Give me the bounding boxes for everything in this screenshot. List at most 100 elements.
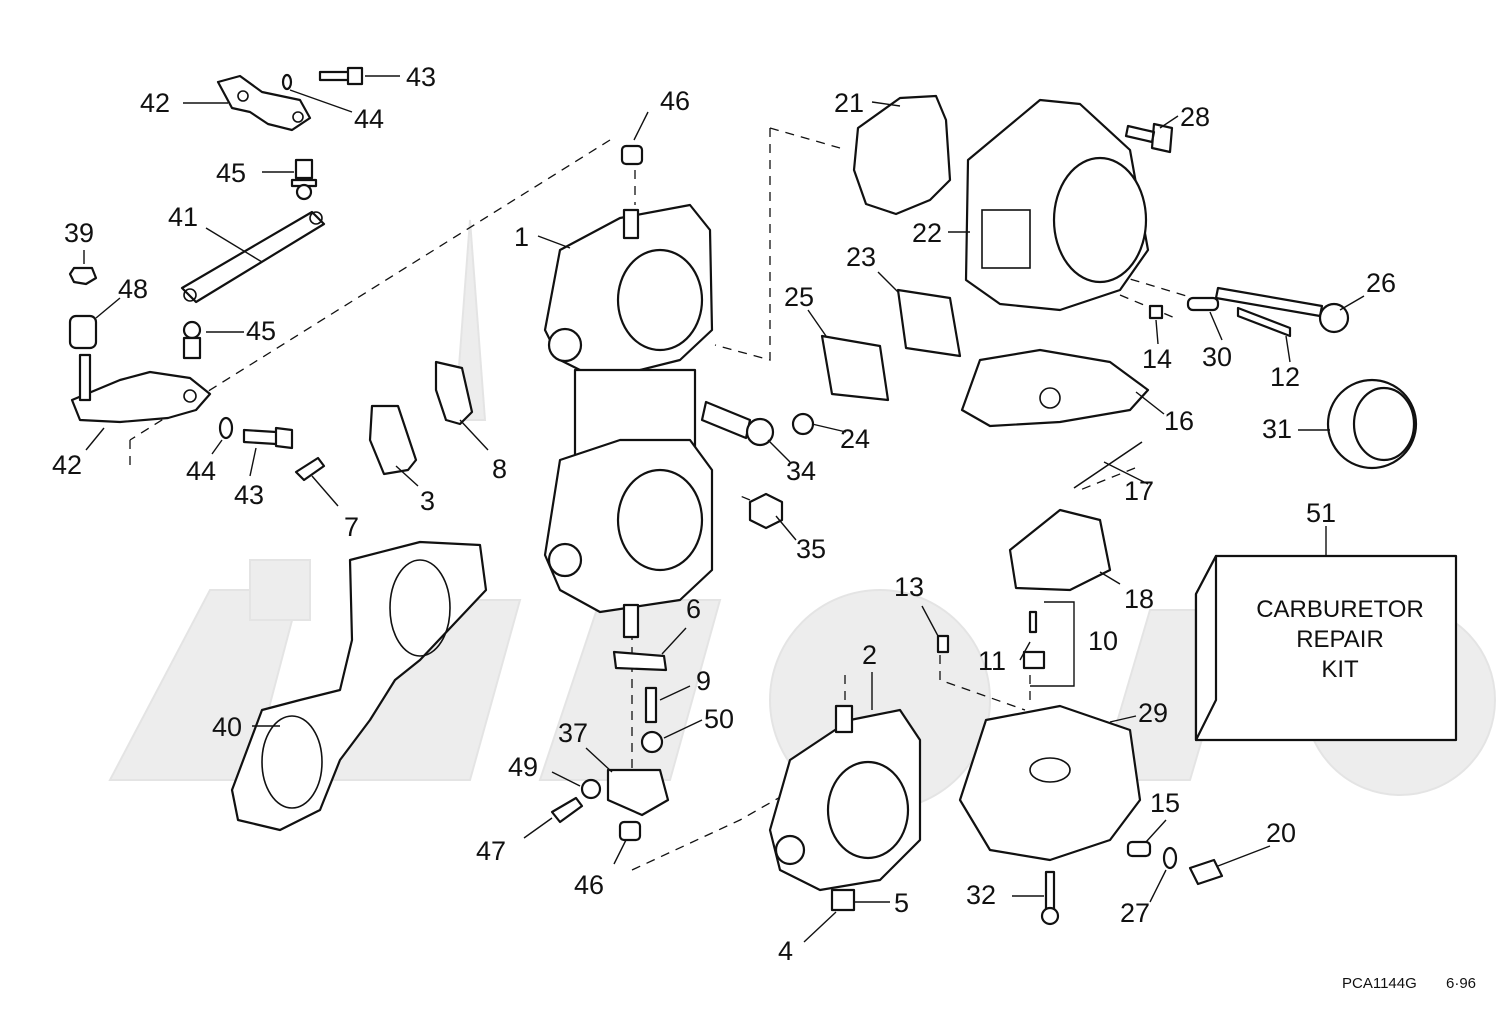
callout-42b: 42 [52, 450, 82, 480]
diagram-date: 6·96 [1446, 975, 1476, 992]
needle-10 [1028, 610, 1038, 634]
bracket-3 [368, 404, 418, 476]
kit-label-line3: KIT [1321, 656, 1359, 683]
callout-3: 3 [420, 486, 435, 516]
callout-40: 40 [212, 712, 242, 742]
callout-20: 20 [1266, 818, 1296, 848]
callout-25: 25 [784, 282, 814, 312]
washer-upper [281, 73, 293, 91]
plug-20 [1188, 858, 1224, 886]
callout-28: 28 [1180, 102, 1210, 132]
callout-46b: 46 [574, 870, 604, 900]
callout-39: 39 [64, 218, 94, 248]
callout-45a: 45 [216, 158, 246, 188]
bracket-8 [434, 360, 474, 426]
callout-4: 4 [778, 936, 793, 966]
callout-45b: 45 [246, 316, 276, 346]
spring-30 [1186, 296, 1220, 312]
callout-41: 41 [168, 202, 198, 232]
callout-49: 49 [508, 752, 538, 782]
ball-stud-upper [290, 158, 318, 188]
fitting-34 [700, 400, 752, 440]
throttle-lever-lower [70, 370, 212, 424]
gasket-40 [230, 540, 488, 832]
screw-13 [936, 634, 950, 654]
callout-10: 10 [1088, 626, 1118, 656]
callout-21: 21 [834, 88, 864, 118]
callout-26: 26 [1366, 268, 1396, 298]
seat-11 [1022, 650, 1046, 670]
oring-27 [1162, 846, 1178, 870]
sleeve [68, 314, 98, 350]
cap-lower [618, 820, 642, 842]
callout-7: 7 [344, 512, 359, 542]
callout-37: 37 [558, 718, 588, 748]
callout-47: 47 [476, 836, 506, 866]
screw-47 [550, 796, 584, 824]
screw-32 [1044, 870, 1056, 914]
float-bowl-29 [958, 704, 1142, 862]
screw-28 [1124, 122, 1174, 154]
nut-50 [640, 730, 664, 754]
plate-6 [612, 650, 668, 672]
ball-stud-lower [182, 320, 202, 340]
jet-15 [1126, 840, 1152, 858]
cap-upper [620, 144, 644, 166]
screw-lower [242, 426, 294, 450]
callout-numbers: 42 43 44 45 41 39 48 45 42 44 43 7 3 8 1… [52, 62, 1396, 966]
callout-15: 15 [1150, 788, 1180, 818]
callout-30: 30 [1202, 342, 1232, 372]
callout-6: 6 [686, 594, 701, 624]
callout-17: 17 [1124, 476, 1154, 506]
callout-42a: 42 [140, 88, 170, 118]
plug-24 [791, 412, 815, 436]
callout-16: 16 [1164, 406, 1194, 436]
callout-8: 8 [492, 454, 507, 484]
callout-48: 48 [118, 274, 148, 304]
callout-18: 18 [1124, 584, 1154, 614]
callout-11: 11 [978, 646, 1006, 676]
callout-51: 51 [1306, 498, 1336, 528]
screw-upper [318, 66, 364, 86]
plug-14 [1148, 304, 1164, 320]
callout-9: 9 [696, 666, 711, 696]
washer-49 [580, 778, 602, 800]
nut [68, 266, 98, 286]
cover-23 [896, 288, 962, 358]
callout-22: 22 [912, 218, 942, 248]
screw-26 [1214, 286, 1324, 318]
carburetor-body-1 [543, 203, 714, 639]
callout-44b: 44 [186, 456, 216, 486]
callout-29: 29 [1138, 698, 1168, 728]
washer-lower [218, 416, 234, 440]
callout-32: 32 [966, 880, 996, 910]
callout-1: 1 [514, 222, 529, 252]
pin-17 [1073, 441, 1143, 489]
callout-43a: 43 [406, 62, 436, 92]
callout-23: 23 [846, 242, 876, 272]
assembly-lines [129, 127, 1201, 871]
nut-35 [748, 492, 784, 530]
callout-12: 12 [1270, 362, 1300, 392]
kit-label-line2: REPAIR [1296, 626, 1384, 653]
gasket-21 [852, 94, 952, 216]
callout-27: 27 [1120, 898, 1150, 928]
float-18 [1008, 508, 1112, 592]
callout-2: 2 [862, 640, 877, 670]
leader-lines [83, 75, 1365, 943]
cover-25 [820, 334, 890, 402]
callout-34: 34 [786, 456, 816, 486]
needle-12 [1236, 306, 1292, 338]
repair-kit-box: CARBURETOR REPAIR KIT [1194, 554, 1458, 742]
silencer-22 [964, 98, 1150, 312]
callout-14: 14 [1142, 344, 1172, 374]
screw-9 [644, 686, 658, 724]
cam-37 [606, 768, 670, 817]
callout-44a: 44 [354, 104, 384, 134]
callout-13: 13 [894, 572, 924, 602]
callout-46a: 46 [660, 86, 690, 116]
callout-50: 50 [704, 704, 734, 734]
callout-43b: 43 [234, 480, 264, 510]
